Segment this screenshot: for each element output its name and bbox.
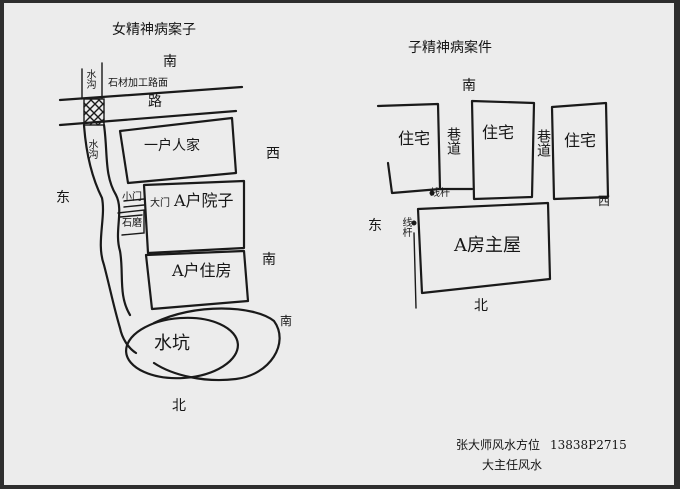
- right-dir-south: 南: [462, 78, 476, 94]
- left-map-drawing: [58, 62, 281, 382]
- road-label: 路: [148, 94, 162, 110]
- road-shop-label: 石材加工路面: [108, 78, 168, 89]
- side-room: [117, 209, 145, 236]
- big-gate-label: 大门: [150, 198, 170, 209]
- house-right-outline: [550, 101, 610, 201]
- pole-left-dot: [411, 220, 417, 226]
- right-dir-north: 北: [474, 298, 488, 314]
- house-mid-label: 住宅: [482, 123, 515, 142]
- main-house-outline: [416, 201, 552, 295]
- left-dir-south-top: 南: [163, 54, 177, 70]
- courtyard-label: A户院子: [174, 191, 234, 210]
- pole-top-dot: [429, 190, 435, 196]
- mid-water-label: 水沟: [86, 139, 97, 159]
- stream-right-bank: [102, 123, 132, 317]
- left-water-label: 水沟: [84, 69, 95, 89]
- house1-outline: [118, 116, 238, 185]
- pond-outer: [152, 307, 281, 382]
- residence-outline: [144, 249, 250, 311]
- hand-drawn-diagrams: [58, 62, 610, 382]
- road-bottom-line: [58, 109, 238, 127]
- alley-right-label: 巷道: [535, 129, 551, 157]
- gate-marks: [119, 198, 145, 218]
- house-left-outline: [376, 102, 442, 195]
- phone-number: 13838P2715: [550, 438, 627, 452]
- house1-label: 一户人家: [144, 138, 200, 154]
- alley-left-label: 巷道: [445, 127, 461, 155]
- stream-left-bank: [82, 123, 138, 355]
- paper-sheet: 女精神病案子 南 水沟 石材加工路面 路 水沟 一户人家 西 东 小门 大门 A…: [4, 3, 674, 485]
- left-dir-east: 东: [56, 190, 70, 206]
- bridge-hatching: [83, 98, 105, 126]
- left-dir-south-low: 南: [280, 314, 293, 328]
- bridge-hatch-box: [83, 98, 105, 126]
- footer-caption: 大主任风水: [482, 458, 543, 472]
- courtyard-outline: [142, 179, 246, 255]
- house-right-label: 住宅: [564, 131, 597, 150]
- road-top-line: [58, 85, 244, 102]
- right-dir-west: 西: [598, 194, 611, 208]
- left-map-title: 女精神病案子: [112, 22, 196, 38]
- pole-top-label: 线杆: [430, 188, 450, 199]
- water-channel-top: [81, 62, 103, 100]
- house-left-label: 住宅: [398, 129, 431, 148]
- right-map-title: 子精神病案件: [408, 40, 492, 56]
- house-mid-outline: [470, 99, 536, 201]
- right-dir-east: 东: [368, 218, 382, 234]
- left-wall-stroke: [413, 232, 417, 309]
- pond-inner: [124, 316, 240, 380]
- signature-text: 张大师风水方位: [456, 438, 541, 452]
- main-house-label: A房主屋: [454, 235, 521, 256]
- right-map-drawing: [376, 99, 610, 309]
- pole-left-label: 线杆: [400, 217, 411, 237]
- left-dir-north-bottom: 北: [172, 398, 186, 414]
- pond-label: 水坑: [154, 333, 190, 354]
- small-gate-label: 小门: [122, 192, 142, 203]
- left-dir-west: 西: [266, 146, 280, 162]
- left-dir-south-mid: 南: [262, 252, 276, 268]
- side-room-label: 石磨: [122, 218, 142, 229]
- residence-label: A户住房: [172, 261, 232, 280]
